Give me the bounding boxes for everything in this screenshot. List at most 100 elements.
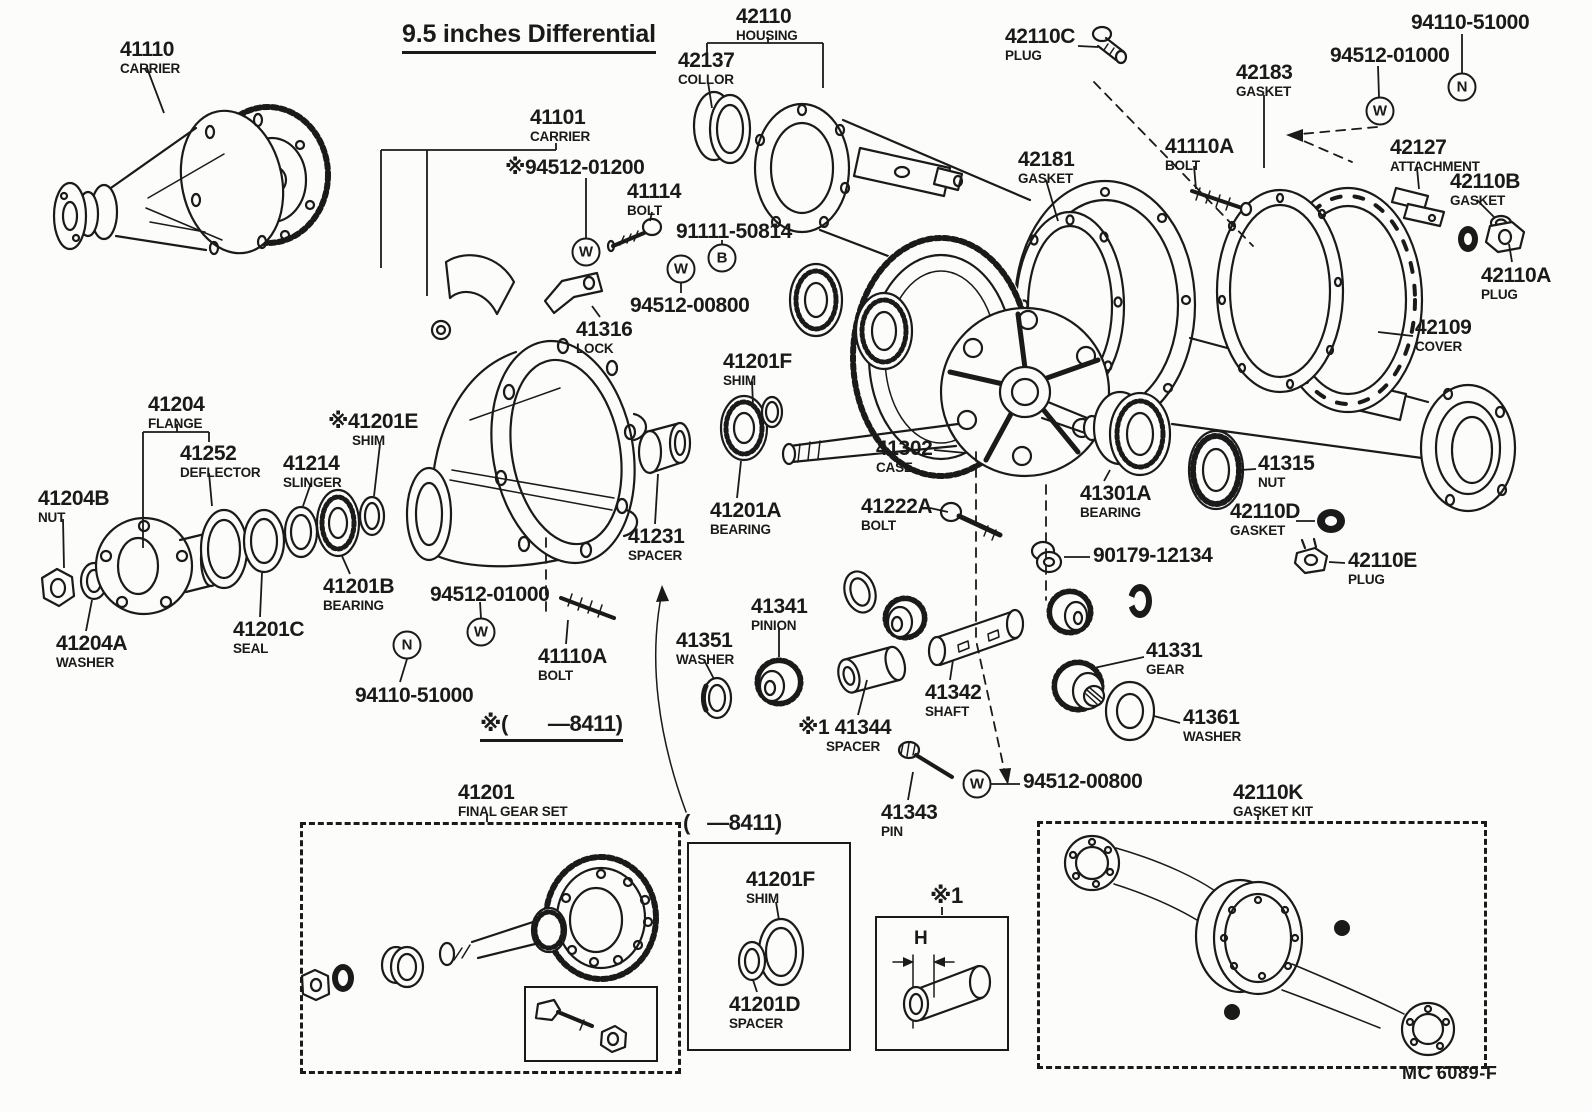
spacer-dim-art — [892, 954, 992, 1029]
part-label-title: 9.5 inches Differential — [402, 22, 656, 54]
circled-letter-w-3: W — [466, 617, 496, 647]
part-number-title: 9.5 inches Differential — [402, 22, 656, 54]
leader-line-42110C — [1077, 45, 1099, 48]
part-name-41331: GEAR — [1146, 662, 1185, 677]
part-number-41222A: 41222A — [861, 495, 933, 518]
part-name-41201A: BEARING — [710, 522, 771, 537]
part-name-41344: SPACER — [826, 739, 881, 754]
leader-line-41201C — [259, 572, 263, 618]
leader-line-41110 — [146, 67, 165, 114]
part-label-94512-00800-up: 94512-00800 — [630, 295, 750, 316]
part-number-41331: 41331 — [1146, 639, 1203, 662]
part-number-42110: 42110 — [736, 5, 792, 28]
leader-line-41344 — [857, 679, 868, 716]
part-number-41201B: 41201B — [323, 575, 395, 598]
leader-line-42110E — [1328, 561, 1346, 564]
part-label-91111-50814: 91111-50814 — [676, 221, 792, 242]
part-name-41252: DEFLECTOR — [180, 465, 261, 480]
part-name-41204B: NUT — [38, 510, 66, 525]
part-name-42110: HOUSING — [736, 28, 798, 43]
circled-letter-w-2: W — [666, 254, 696, 284]
part-label-94110-51000-top: 94110-51000 — [1411, 11, 1530, 34]
part-number-42127: 42127 — [1390, 136, 1447, 159]
part-number-41361: 41361 — [1183, 706, 1240, 729]
part-number-42110D: 42110D — [1230, 500, 1301, 523]
leader-line-41343 — [907, 771, 914, 801]
flange-row-art — [40, 488, 386, 616]
part-name-41201C: SEAL — [233, 641, 269, 656]
leader-line-41351 — [703, 659, 715, 680]
part-name-41315: NUT — [1258, 475, 1286, 490]
gasket-kit-art — [1063, 834, 1456, 1057]
part-number-41351: 41351 — [676, 629, 733, 652]
part-number-41204B: 41204B — [38, 487, 110, 510]
part-name-42110D: GASKET — [1230, 523, 1286, 538]
part-number-42183: 42183 — [1236, 61, 1293, 84]
part-name-41302: CASE — [876, 460, 913, 475]
part-number-94512-01000-left: 94512-01000 — [430, 583, 550, 606]
leader-line-41204B — [62, 518, 65, 569]
part-number-94512-00800-low: 94512-00800 — [1023, 770, 1143, 793]
part-number-41214: 41214 — [283, 452, 340, 475]
part-number-91111-50814: 91111-50814 — [676, 220, 792, 243]
leader-line-41222A — [929, 507, 949, 513]
part-number-dim-H: H — [914, 928, 928, 949]
part-name-41204: FLANGE — [148, 416, 203, 431]
part-name-41201E: SHIM — [352, 433, 385, 448]
part-name-42110B: GASKET — [1450, 193, 1506, 208]
part-number-41201A: 41201A — [710, 499, 782, 522]
part-number-41201D: 41201D — [729, 993, 801, 1016]
spacer-dim-box — [875, 916, 1009, 1051]
part-name-41201D: SPACER — [729, 1016, 784, 1031]
part-number-41201F-box: 41201F — [746, 868, 815, 891]
part-name-41201F-box: SHIM — [746, 891, 779, 906]
circled-letter-w-5: W — [962, 769, 992, 799]
assembled-carrier-art — [52, 104, 331, 256]
leader-line-41231 — [654, 473, 659, 525]
part-number-94512-01000-top: 94512-01000 — [1330, 44, 1450, 67]
part-name-41201: FINAL GEAR SET — [458, 804, 568, 819]
circled-letter-n-7: N — [1447, 72, 1477, 102]
shim-spacer-box — [687, 842, 851, 1051]
part-number-41114: 41114 — [627, 180, 682, 203]
part-number-42110C: 42110C — [1005, 25, 1076, 48]
part-label-note-8411: ( —8411) — [683, 812, 782, 834]
leader-line-41114 — [649, 211, 653, 222]
part-name-41114: BOLT — [627, 203, 662, 218]
part-number-note-8411: ( —8411) — [683, 810, 782, 835]
part-number-41204: 41204 — [148, 393, 205, 416]
part-number-41201E: ※41201E — [328, 410, 419, 433]
diff-case-art — [781, 234, 1245, 511]
part-name-41214: SLINGER — [283, 475, 342, 490]
leader-line-41201D — [752, 979, 758, 993]
leader-line-41301A — [1103, 469, 1111, 482]
leader-line-41201F-up — [751, 380, 754, 406]
part-number-41101: 41101 — [530, 106, 586, 129]
leader-line-41201B — [341, 555, 351, 575]
part-number-41301A: 41301A — [1080, 482, 1152, 505]
leader-line-41331 — [1093, 656, 1145, 669]
part-number-94110-51000-top: 94110-51000 — [1411, 11, 1530, 34]
part-number-42110K: 42110K — [1233, 781, 1304, 804]
